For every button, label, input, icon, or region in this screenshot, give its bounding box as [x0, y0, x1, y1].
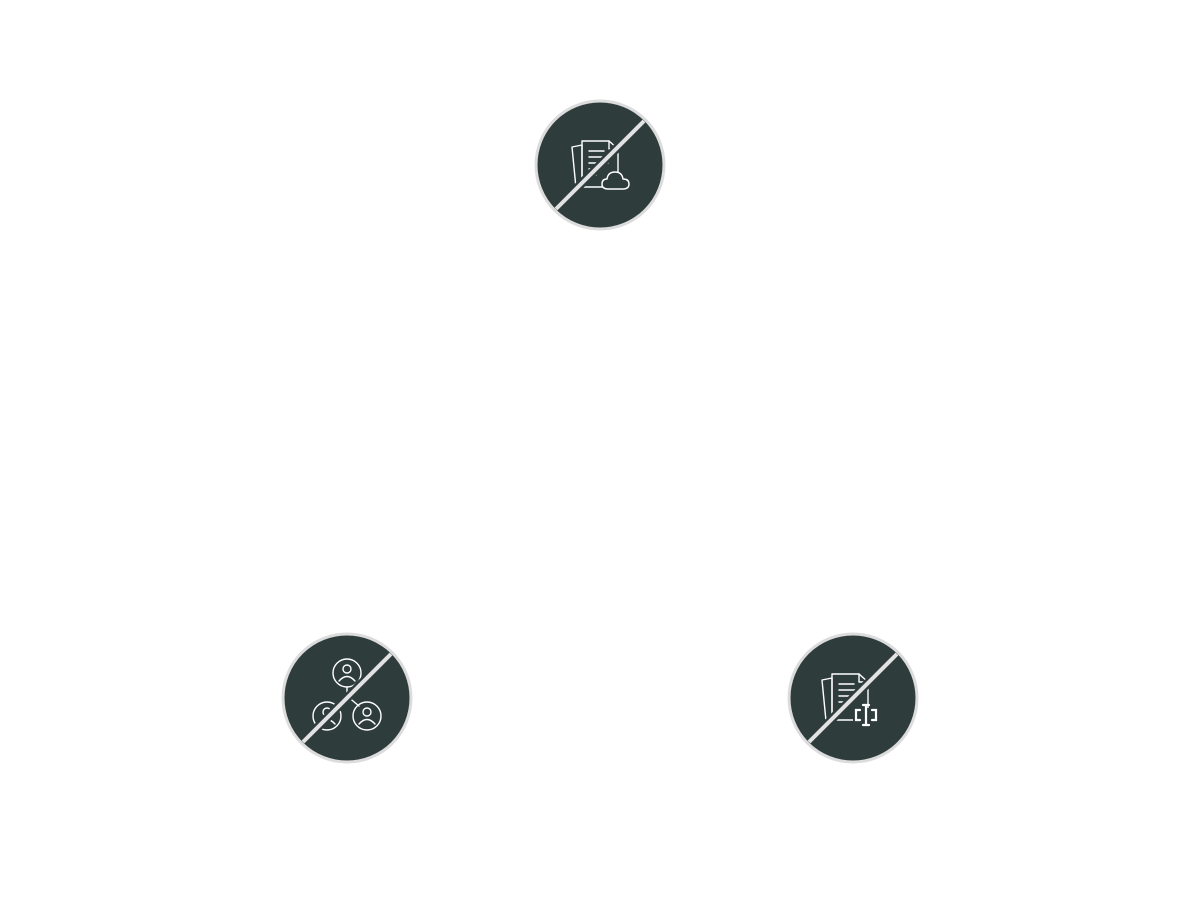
node-cloud-documents-graphic: [534, 99, 666, 231]
documents-cloud-icon: [571, 140, 630, 190]
disabled-slash-line: [807, 652, 899, 744]
disabled-slash-line: [301, 652, 393, 744]
node-text-documents[interactable]: [787, 632, 919, 764]
node-text-documents-graphic: [787, 632, 919, 764]
text-cursor-icon: [853, 703, 879, 727]
node-cloud-documents[interactable]: [534, 99, 666, 231]
disabled-slash-line: [554, 119, 646, 211]
node-user-hierarchy-graphic: [281, 632, 413, 764]
node-user-hierarchy[interactable]: [281, 632, 413, 764]
